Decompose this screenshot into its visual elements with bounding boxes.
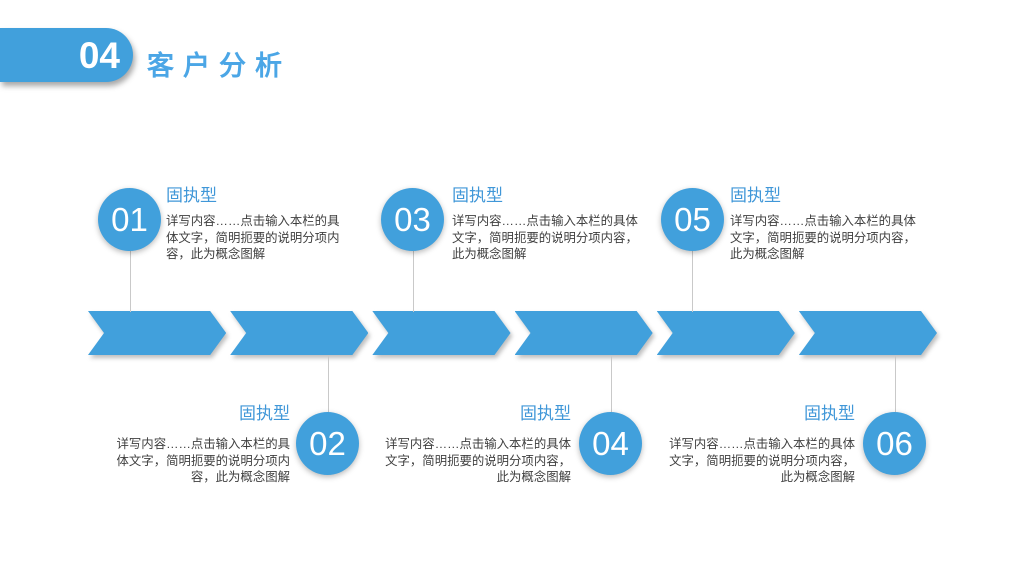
- item-title: 固执型: [804, 404, 855, 423]
- item-description: 详写内容……点击输入本栏的具 体文字，简明扼要的说明分项内 容，此为概念图解: [166, 214, 340, 262]
- chevron-arrow-icon: [88, 311, 226, 355]
- item-description: 详写内容……点击输入本栏的具体 文字，简明扼要的说明分项内容， 此为概念图解: [730, 214, 916, 262]
- item-description: 详写内容……点击输入本栏的具体 文字，简明扼要的说明分项内容， 此为概念图解: [452, 214, 638, 262]
- connector-line: [328, 356, 329, 413]
- chevron-arrow-icon: [799, 311, 937, 355]
- chevron-arrow-icon: [515, 311, 653, 355]
- step-number-badge: 04: [579, 412, 642, 475]
- section-number-badge: 04: [0, 28, 133, 82]
- item-description: 详写内容……点击输入本栏的具体 文字，简明扼要的说明分项内容， 此为概念图解: [669, 437, 855, 485]
- step-number-badge: 06: [863, 412, 926, 475]
- page-title: 客户分析: [147, 51, 291, 81]
- step-number-badge: 03: [381, 188, 444, 251]
- chevron-arrow-icon: [230, 311, 368, 355]
- step-number-badge: 01: [98, 188, 161, 251]
- step-number-badge: 02: [296, 412, 359, 475]
- item-title: 固执型: [166, 186, 217, 205]
- item-description: 详写内容……点击输入本栏的具体 文字，简明扼要的说明分项内容， 此为概念图解: [385, 437, 571, 485]
- connector-line: [895, 356, 896, 413]
- timeline-arrow-band: [88, 311, 937, 355]
- step-number-badge: 05: [661, 188, 724, 251]
- item-title: 固执型: [730, 186, 781, 205]
- item-description: 详写内容……点击输入本栏的具 体文字，简明扼要的说明分项内 容，此为概念图解: [116, 437, 290, 485]
- item-title: 固执型: [239, 404, 290, 423]
- item-title: 固执型: [520, 404, 571, 423]
- item-title: 固执型: [452, 186, 503, 205]
- connector-line: [692, 251, 693, 312]
- chevron-arrow-icon: [657, 311, 795, 355]
- chevron-arrow-icon: [372, 311, 510, 355]
- connector-line: [413, 251, 414, 312]
- connector-line: [611, 356, 612, 413]
- section-number: 04: [78, 34, 120, 76]
- connector-line: [130, 251, 131, 312]
